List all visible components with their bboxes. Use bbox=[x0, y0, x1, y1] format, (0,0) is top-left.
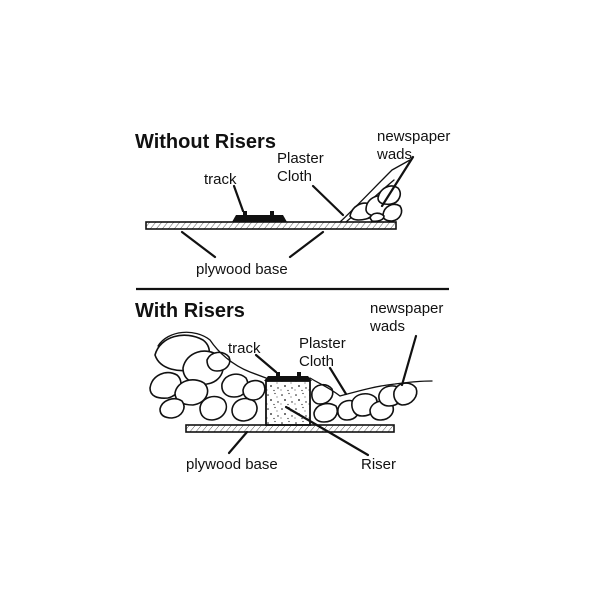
without-risers-title: Without Risers bbox=[135, 131, 276, 153]
with-plaster-cloth bbox=[157, 331, 433, 397]
without-newspaper-wads bbox=[349, 185, 403, 223]
with-newspaper-label-line2: wads bbox=[369, 318, 405, 335]
with-newspaper-wads-left bbox=[149, 334, 266, 422]
without-plaster-label-line2: Cloth bbox=[277, 168, 312, 185]
without-plywood-label: plywood base bbox=[196, 261, 288, 278]
with-plaster-label-line2: Cloth bbox=[299, 353, 334, 370]
with-plywood-label: plywood base bbox=[186, 456, 278, 473]
with-newspaper-label-line1: newspaper bbox=[370, 300, 443, 317]
without-leader-lines bbox=[180, 155, 415, 259]
with-leader-lines bbox=[227, 334, 418, 457]
with-plywood-base bbox=[185, 424, 395, 433]
with-newspaper-wads-right bbox=[311, 382, 418, 423]
with-track bbox=[264, 376, 312, 381]
with-risers-title: With Risers bbox=[135, 300, 245, 322]
with-riser-label: Riser bbox=[361, 456, 396, 473]
with-plaster-label-line1: Plaster bbox=[299, 335, 346, 352]
with-risers-panel: With Risers newspaper wads Plaster Cloth… bbox=[135, 300, 443, 473]
without-newspaper-label-line1: newspaper bbox=[377, 128, 450, 145]
with-track-label: track bbox=[228, 340, 261, 357]
without-risers-panel: Without Risers newspaper wads Plaster Cl… bbox=[135, 128, 450, 278]
without-newspaper-label-line2: wads bbox=[376, 146, 412, 163]
without-track-label: track bbox=[204, 171, 237, 188]
without-plaster-cloth bbox=[339, 159, 411, 223]
without-track bbox=[232, 215, 287, 222]
without-plaster-label-line1: Plaster bbox=[277, 150, 324, 167]
without-plywood-base bbox=[145, 221, 397, 230]
